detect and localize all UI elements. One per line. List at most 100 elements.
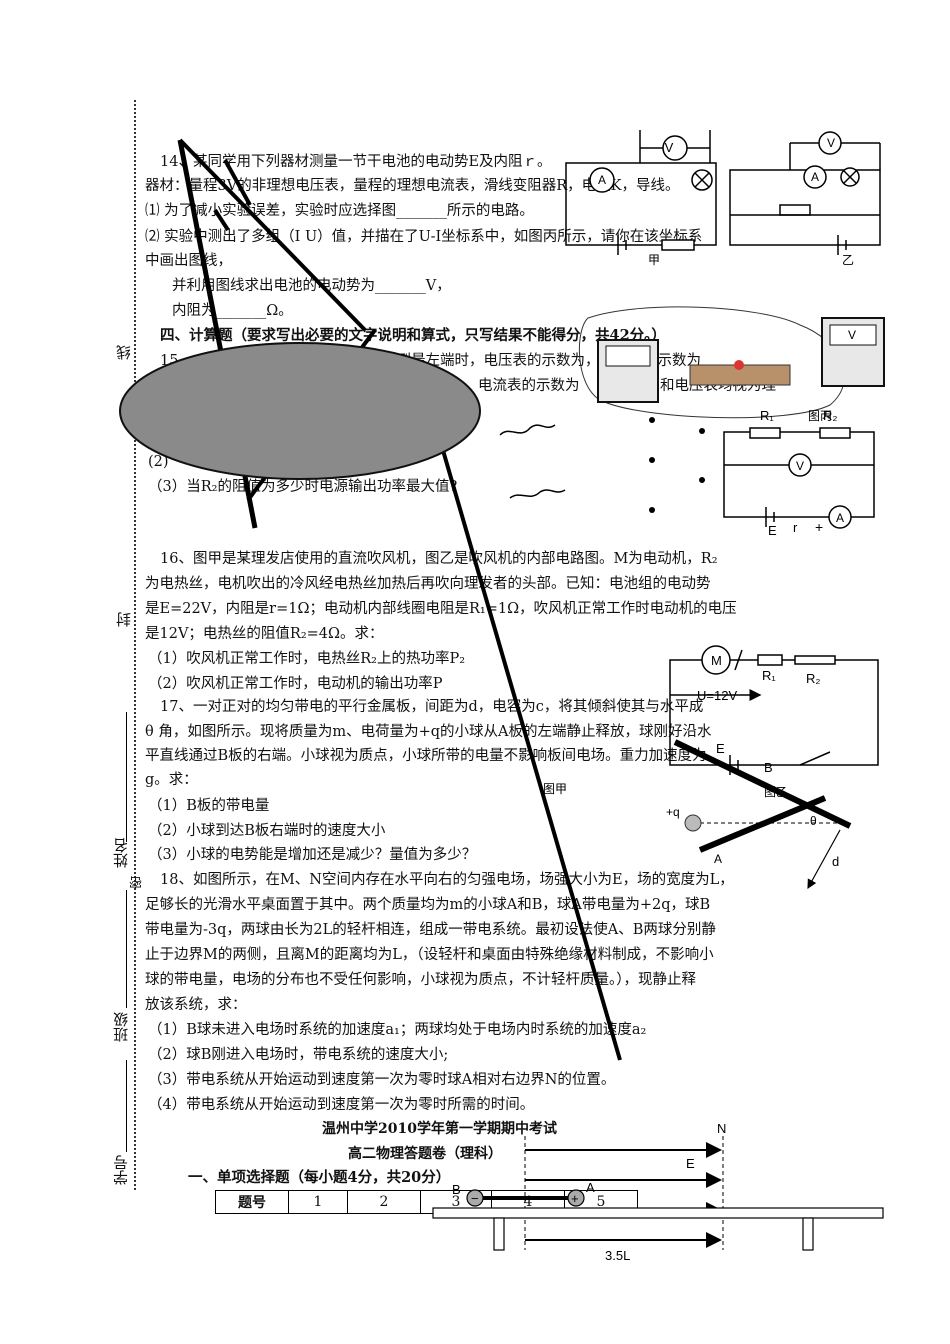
ammeter-icon [828,505,852,529]
plate-a [698,795,827,853]
q18-line4: 止于边界M的两侧，且离M的距离均为L，（设轻杆和桌面由特殊绝缘材料制成，不影响小 [145,947,714,963]
charged-ball-icon [684,814,702,832]
q15-circuit [723,427,875,529]
voltmeter-icon [662,135,688,161]
q15-ammeter-label: A [836,511,844,525]
q16-e-label: E [716,741,725,756]
q17-charge-label: +q [666,805,680,819]
q16-line1: 16、图甲是某理发店使用的直流吹风机，图乙是吹风机的内部电路图。M为电动机，R₂ [160,551,718,567]
q18-sub3: （3）带电系统从开始运动到速度第一次为零时球A相对右边界N的位置。 [148,1072,616,1088]
circuit-yi-ammeter-label: A [811,170,819,184]
circuit-yi [729,131,881,255]
q18-minus-sign: − [471,1191,479,1206]
q18-sub1: （1）B球未进入电场时系统的加速度a₁；两球均处于电场内时系统的加速度a₂ [148,1022,647,1038]
q15-line2b: 电流表的示数为 [478,378,580,394]
ball-a-icon [567,1189,585,1207]
resistor-r1-icon [749,427,781,439]
answer-table-header-cell: 2 [347,1190,421,1214]
q18-length-label: 3.5L [605,1248,630,1263]
q18-n-label: N [717,1121,726,1136]
q16-sub1: （1）吹风机正常工作时，电热丝R₂上的热功率P₂ [148,651,466,667]
q15-r1-label: R₁ [760,408,774,423]
q16-figure-jia-caption: 图甲 [543,782,567,796]
q17-a-label: A [714,852,722,866]
meter-apparatus-picture: V [578,306,885,419]
motor-icon [701,645,731,675]
answer-sheet-title-1: 温州中学2010学年第一学期期中考试 [322,1121,557,1137]
q15-figure-caption: 图丙 [808,409,832,423]
binding-dotted-line [134,100,136,1190]
q17-theta-label: θ [810,814,817,828]
q16-line4: 是12V；电热丝的阻值R₂=4Ω。求： [145,626,384,642]
q16-circuit [669,645,879,775]
q17-line3: 平直线通过B板的右端。小球视为质点，小球所带的电量不影响板间电场。重力加速度为 [145,748,707,764]
name-blank-line [126,712,127,842]
q14-line7: 内阻为_______Ω。 [172,303,293,319]
q16-voltage-label: U=12V [697,688,737,703]
q18-sub4: （4）带电系统从开始运动到速度第一次为零时所需的时间。 [148,1097,535,1113]
q14-line5: 中画出图线， [145,253,232,269]
q18-field-figure [432,1136,884,1251]
voltmeter-picture-label: V [848,328,856,342]
resistor-r2-icon [819,427,851,439]
q14-line4: ⑵ 实验中测出了多组（I U）值，并描在了U-I坐标系中，如图丙所示，请你在该坐… [145,229,703,245]
q16-line3: 是E=22V，内阻是r=1Ω；电动机内部线圈电阻是R₁=1Ω，吹风机正常工作时电… [145,601,737,617]
section4-title: 四、计算题（要求写出必要的文字说明和算式，只写结果不能得分，共42分。） [160,327,666,344]
table-top [432,1207,884,1219]
q18-a-label: A [586,1180,595,1195]
dot-mark [649,507,655,513]
q17-capacitor-figure [673,739,852,890]
circuit-yi-voltmeter-label: V [827,136,835,150]
q18-line6: 放该系统，求： [145,997,247,1013]
heater-r2-icon [794,655,836,665]
voltmeter-icon [818,131,842,155]
q15-plus-label: + [815,519,823,535]
circuit-jia [565,130,717,255]
q14-line2: 器材：量程3V的非理想电压表，量程的理想电流表，滑线变阻器R，电键K，导线。 [145,178,680,194]
q15-voltmeter-label: V [796,459,804,473]
q18-line3: 带电量为-3q，两球由长为2L的轻杆相连，组成一带电系统。最初设法使A、B两球分… [145,922,716,938]
q17-sub2: （2）小球到达B板右端时的速度大小 [148,823,386,839]
ammeter-icon [803,165,827,189]
q16-r2-label: R₂ [806,671,820,686]
rheostat-icon [779,204,811,216]
wire-squiggle [509,489,566,499]
q18-line5: 球的带电量，电场的分布也不受任何影响，小球视为质点，不计轻杆质量。），现静止释 [145,972,696,988]
q18-b-label: B [452,1182,461,1197]
q17-line4: g。求： [145,772,198,788]
ammeter-icon [589,167,615,193]
circuit-yi-caption: 乙 [842,253,854,267]
id-blank-line [126,1060,127,1152]
q16-r1-label: R₁ [762,668,776,683]
q18-sub2: （2）球B刚进入电场时，带电系统的速度大小; [148,1047,449,1063]
section1-title: 一、单项选择题（每小题4分，共20分） [188,1169,451,1186]
plate-b [673,739,852,829]
q17-sub3: （3）小球的电势能是增加还是减少？量值为多少？ [148,847,477,863]
motor-label: M [711,653,722,668]
q17-sub1: （1）B板的带电量 [148,798,270,814]
bulb-icon [734,360,744,370]
q18-line1: 18、如图所示，在M、N空间内存在水平向右的匀强电场，场强大小为E，场的宽度为L… [160,872,734,888]
ball-b-icon [466,1189,484,1207]
dot-mark [699,477,705,483]
circuit-jia-voltmeter-label: V [665,140,674,155]
circuit-jia-caption: 甲 [648,253,660,267]
q17-line2: θ 角，如图所示。现将质量为m、电荷量为+q的小球从A板的左端静止释放，球刚好沿… [145,724,712,740]
q16-b-label: B [764,760,773,775]
q17-d-label: d [832,854,839,869]
q18-line2: 足够长的光滑水平桌面置于其中。两个质量均为m的小球A和B，球A带电量为+2q，球… [145,897,711,913]
q14-line1: 14、某同学用下列器材测量一节干电池的电动势E及内阻ｒ。 [160,154,552,170]
gray-ellipse-blot [119,342,481,480]
q15-r2-label: R₂ [823,408,837,423]
circuit-jia-ammeter-label: A [598,173,606,187]
q15-e-label: E [768,523,777,538]
class-blank-line [126,890,127,1008]
rheostat-icon [661,239,695,251]
distance-arrow [807,829,841,890]
q14-line3: ⑴ 为了减小实验误差，实验时应选择图_______所示的电路。 [145,203,534,219]
voltmeter-icon [788,453,812,477]
q18-e-label: E [686,1156,695,1171]
resistor-r1-icon [757,654,783,666]
q17-line1: 17、一对正对的均匀带电的平行金属板，间距为d，电容为c，将其倾斜使其与水平成 [160,699,704,715]
